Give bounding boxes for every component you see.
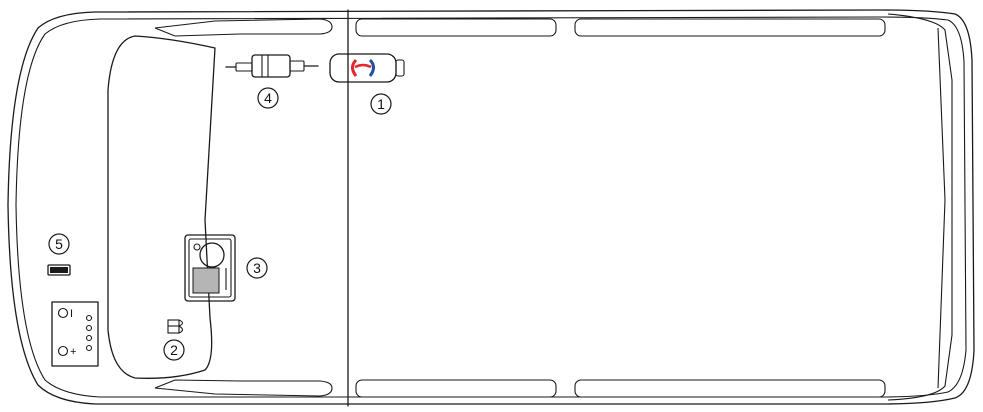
small-module [47, 264, 71, 276]
svg-text:1: 1 [377, 96, 385, 112]
bottom-rail-rear [574, 379, 886, 398]
svg-text:5: 5 [55, 236, 63, 252]
vehicle-inner-outline [15, 16, 967, 398]
front-cab-outline [107, 35, 216, 379]
svg-text:4: 4 [264, 90, 272, 106]
bottom-rail-front [154, 379, 333, 397]
battery: I + [51, 301, 99, 367]
svg-text:3: 3 [253, 260, 261, 276]
battery-positive-label: + [70, 346, 76, 358]
callout-4: 4 [257, 87, 279, 109]
callout-2: 2 [163, 339, 185, 361]
callout-1: 1 [370, 93, 392, 115]
top-rail-middle [355, 18, 557, 37]
fuel-pump [225, 54, 319, 78]
heater-logo-icon [351, 58, 358, 77]
bottom-rail-middle [355, 379, 557, 398]
rear-door-line [937, 27, 946, 389]
control-panel [184, 234, 236, 302]
vehicle-outline [7, 9, 975, 405]
rear-bumper [887, 13, 953, 401]
callout-5: 5 [48, 233, 70, 255]
connector-symbol [167, 319, 184, 334]
top-rail-rear [574, 18, 886, 37]
battery-negative-label: I [70, 308, 73, 320]
top-rail-front [154, 18, 333, 37]
callout-3: 3 [246, 257, 268, 279]
heater-unit [329, 53, 405, 83]
svg-text:2: 2 [170, 342, 178, 358]
